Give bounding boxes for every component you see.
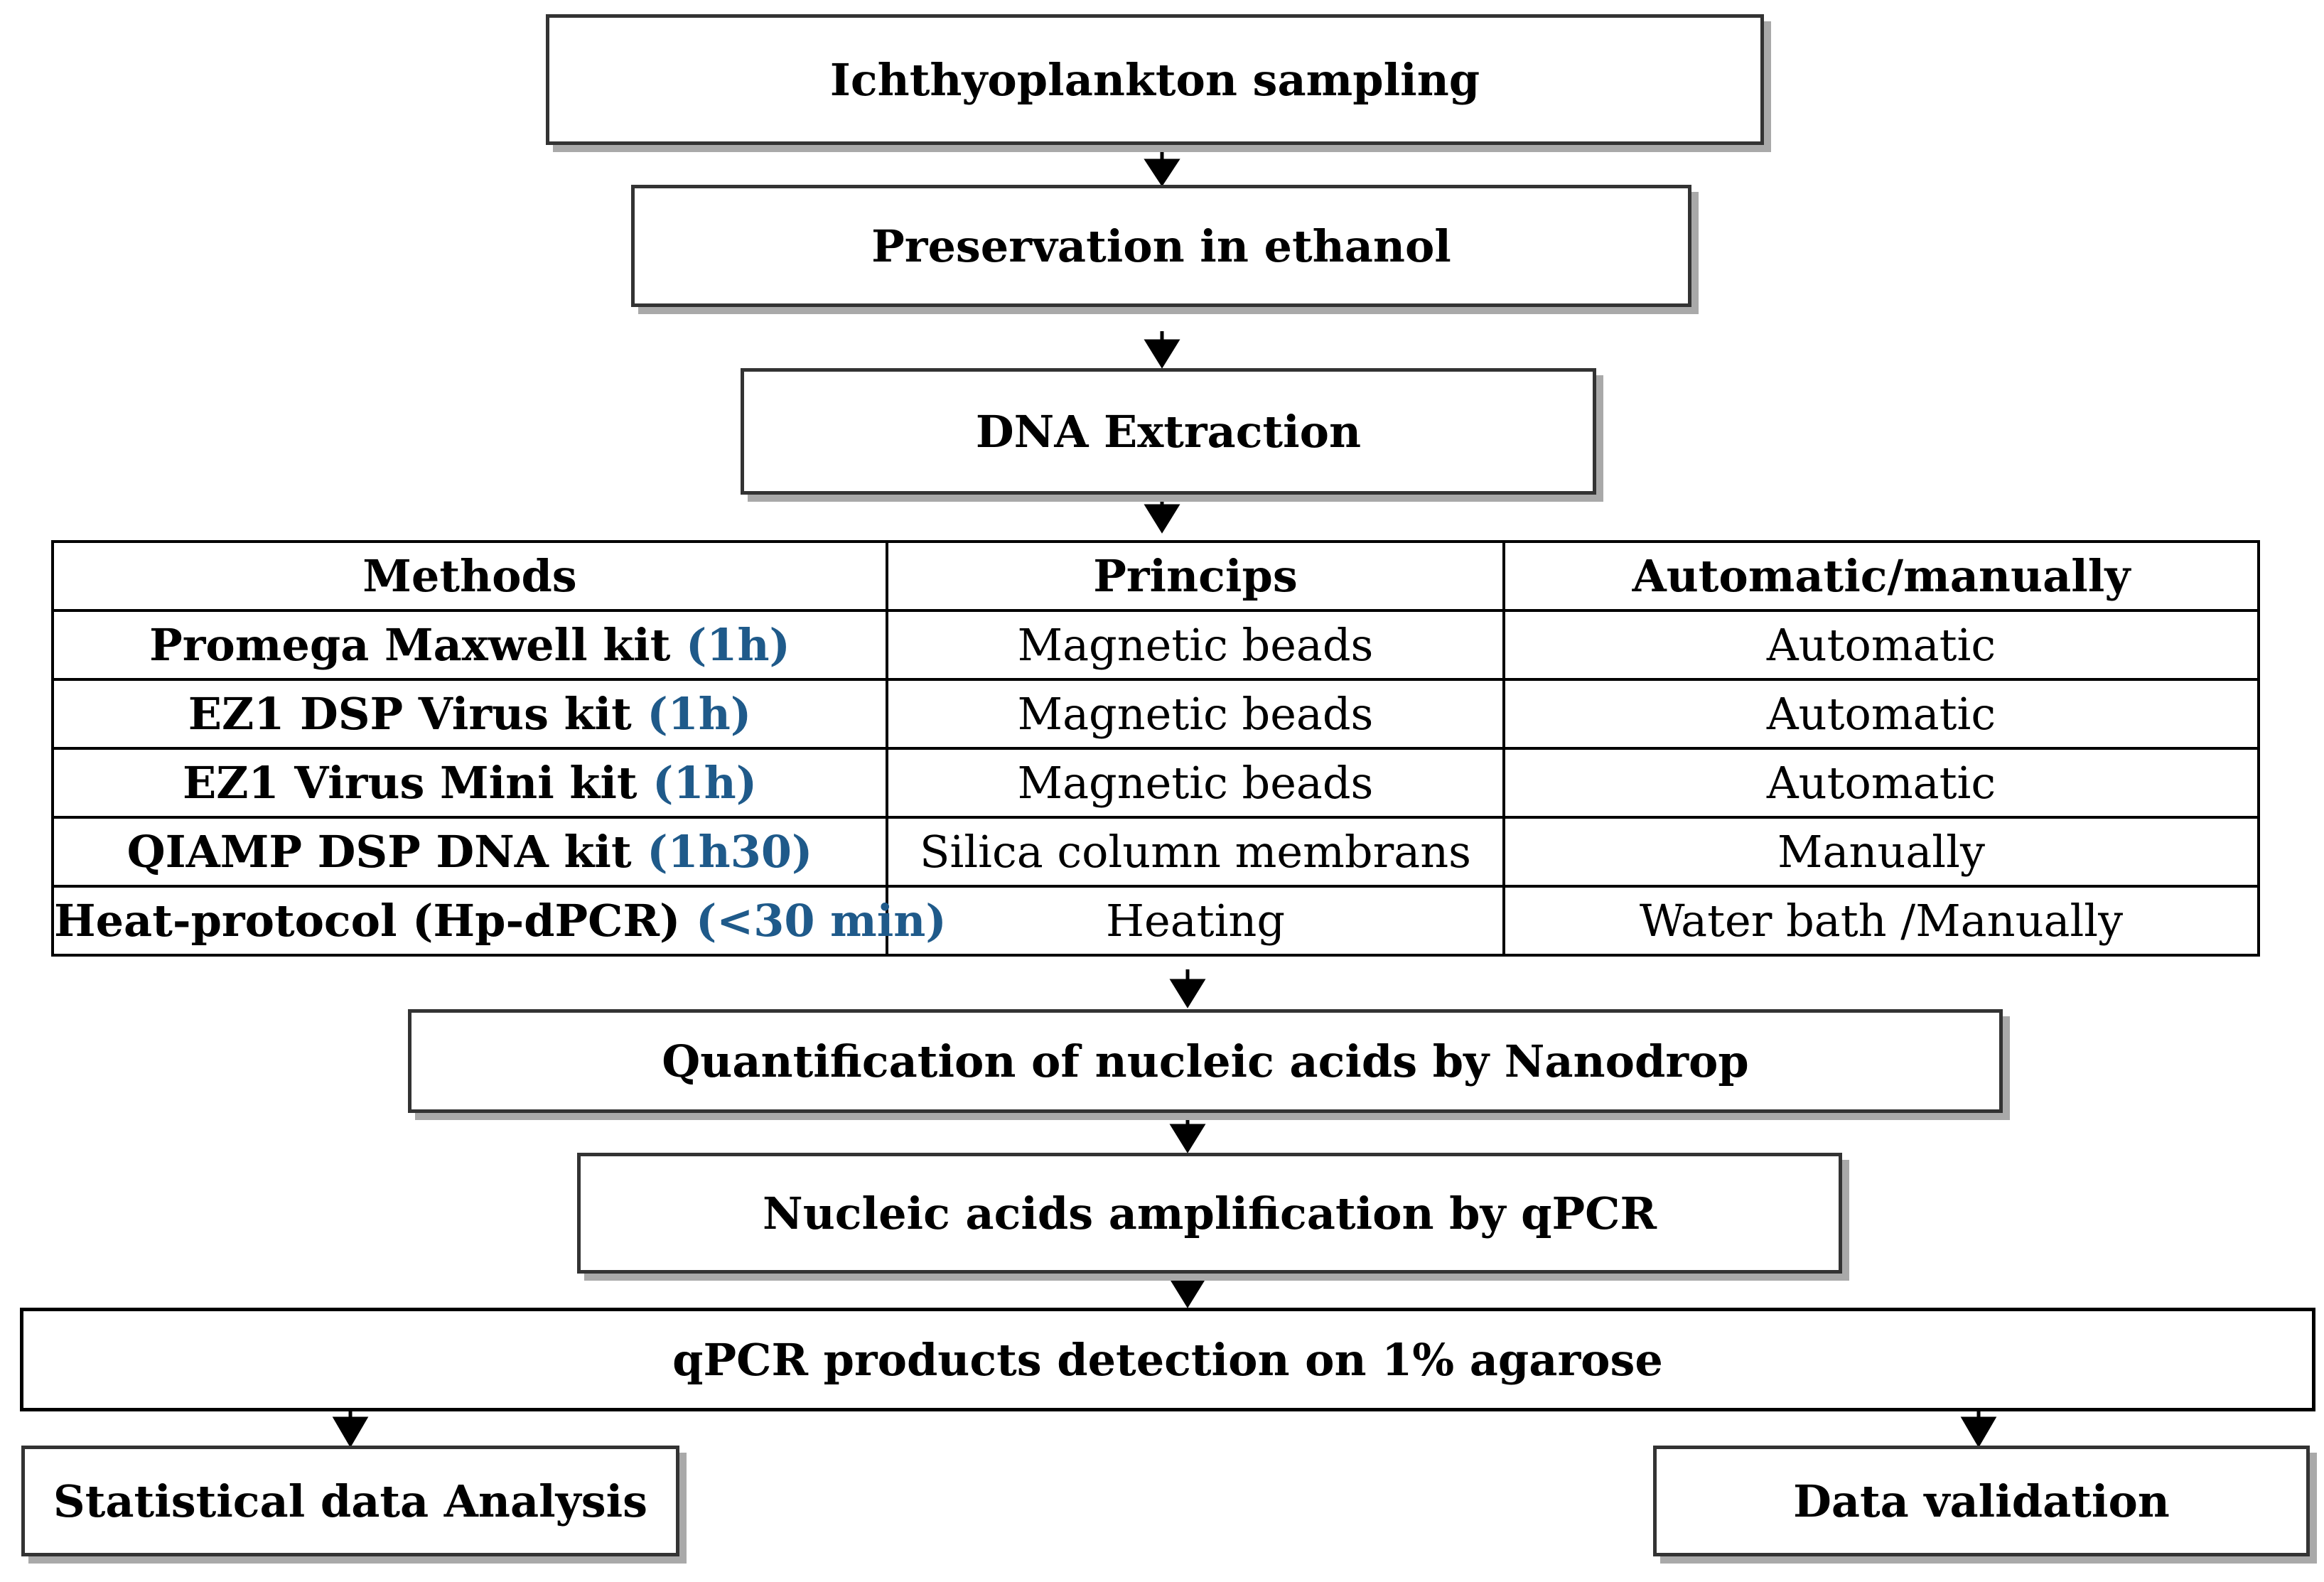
- method-duration: (1h): [647, 688, 752, 740]
- step-label: Nucleic acids amplification by qPCR: [763, 1187, 1657, 1239]
- extraction-methods-table: Methods Princips Automatic/manually Prom…: [51, 540, 2260, 957]
- method-name: Promega Maxwell kit: [149, 619, 671, 671]
- step-label: Statistical data Analysis: [53, 1475, 648, 1527]
- method-name: Heat-protocol (Hp-dPCR): [54, 895, 681, 947]
- mode-cell: Manually: [1502, 816, 2260, 888]
- principle-cell: Magnetic beads: [886, 747, 1505, 819]
- arrowhead-7a: [332, 1416, 369, 1448]
- mode-cell: Automatic: [1502, 747, 2260, 819]
- step-label: DNA Extraction: [975, 405, 1362, 458]
- step-preservation-in-ethanol: Preservation in ethanol: [631, 185, 1691, 307]
- method-duration: (1h30): [647, 826, 813, 878]
- arrowhead-3: [1144, 504, 1180, 534]
- step-label: Quantification of nucleic acids by Nanod…: [662, 1035, 1749, 1087]
- header-princips: Princips: [886, 540, 1505, 612]
- step-label: Preservation in ethanol: [871, 220, 1451, 272]
- mode-cell: Automatic: [1502, 609, 2260, 681]
- step-data-validation: Data validation: [1653, 1446, 2310, 1556]
- arrowhead-6: [1169, 1279, 1206, 1308]
- table-row: Heat-protocol (Hp-dPCR) (<30 min) Heatin…: [51, 885, 2260, 957]
- principle-cell: Magnetic beads: [886, 609, 1505, 681]
- method-duration: (<30 min): [695, 895, 947, 947]
- table-row: QIAMP DSP DNA kit (1h30) Silica column m…: [51, 816, 2260, 888]
- step-quantification-nanodrop: Quantification of nucleic acids by Nanod…: [408, 1009, 2003, 1113]
- method-cell: Promega Maxwell kit (1h): [51, 609, 888, 681]
- principle-cell: Magnetic beads: [886, 678, 1505, 750]
- step-ichthyoplankton-sampling: Ichthyoplankton sampling: [546, 14, 1764, 145]
- method-duration: (1h): [652, 757, 758, 809]
- method-name: EZ1 Virus Mini kit: [182, 757, 638, 809]
- step-qpcr-products-detection: qPCR products detection on 1% agarose: [20, 1308, 2315, 1411]
- mode-cell: Automatic: [1502, 678, 2260, 750]
- arrowhead-5: [1169, 1124, 1206, 1153]
- header-methods: Methods: [51, 540, 888, 612]
- table-row: EZ1 Virus Mini kit (1h) Magnetic beads A…: [51, 747, 2260, 819]
- table-row: EZ1 DSP Virus kit (1h) Magnetic beads Au…: [51, 678, 2260, 750]
- method-name: QIAMP DSP DNA kit: [127, 826, 632, 878]
- table-row: Promega Maxwell kit (1h) Magnetic beads …: [51, 609, 2260, 681]
- method-cell: EZ1 Virus Mini kit (1h): [51, 747, 888, 819]
- table-header-row: Methods Princips Automatic/manually: [51, 540, 2260, 612]
- principle-cell: Silica column membrans: [886, 816, 1505, 888]
- method-duration: (1h): [685, 619, 790, 671]
- method-cell: QIAMP DSP DNA kit (1h30): [51, 816, 888, 888]
- step-label: Ichthyoplankton sampling: [829, 53, 1480, 106]
- method-cell: Heat-protocol (Hp-dPCR) (<30 min): [51, 885, 947, 957]
- step-label: qPCR products detection on 1% agarose: [672, 1333, 1663, 1386]
- arrowhead-4: [1169, 979, 1206, 1008]
- header-automatic-manually: Automatic/manually: [1502, 540, 2260, 612]
- method-cell: EZ1 DSP Virus kit (1h): [51, 678, 888, 750]
- step-statistical-data-analysis: Statistical data Analysis: [21, 1446, 679, 1556]
- principle-cell: Heating: [886, 885, 1505, 957]
- step-qpcr-amplification: Nucleic acids amplification by qPCR: [577, 1153, 1842, 1274]
- step-label: Data validation: [1793, 1475, 2170, 1527]
- arrowhead-2: [1144, 339, 1180, 369]
- step-dna-extraction: DNA Extraction: [741, 368, 1596, 495]
- arrowhead-7b: [1960, 1416, 1997, 1448]
- arrowhead-1: [1144, 158, 1180, 187]
- method-name: EZ1 DSP Virus kit: [188, 688, 632, 740]
- mode-cell: Water bath /Manually: [1502, 885, 2260, 957]
